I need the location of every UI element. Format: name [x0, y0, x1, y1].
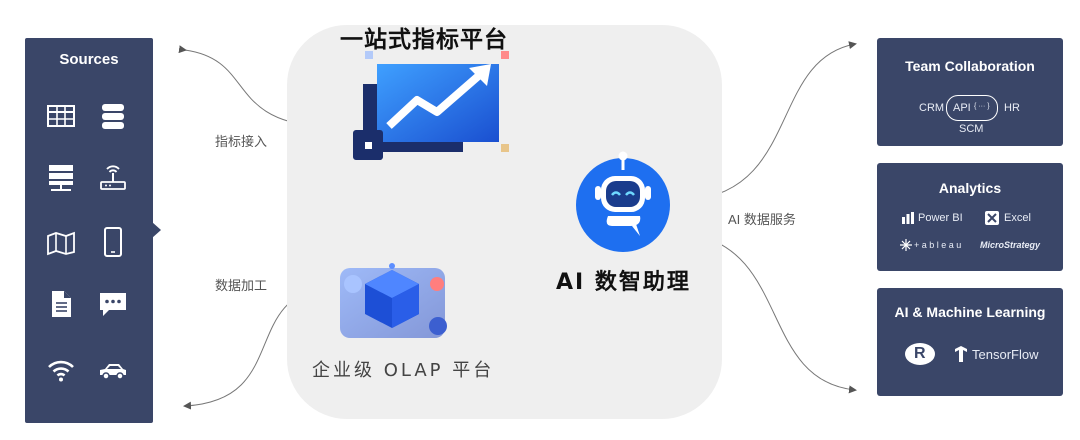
powerbi-icon [902, 212, 914, 224]
server-icon [49, 165, 73, 191]
crm-label: CRM [919, 102, 945, 114]
curve-ai-to-ml [683, 229, 857, 394]
car-icon [100, 364, 126, 380]
olap-cube-illustration [340, 263, 447, 338]
database-icon [102, 104, 124, 129]
api-braces-icon: { ··· } [974, 103, 990, 110]
ai-assistant-title: AI 数智助理 [556, 270, 691, 295]
r-logo-letter: R [914, 345, 926, 362]
analytics-panel: Analytics Power BI Excel + a b l e a u M… [877, 163, 1063, 271]
tensorflow-label: TensorFlow [972, 347, 1039, 362]
chat-message-icon [100, 293, 126, 316]
microstrategy-label: MicroStrategy [980, 240, 1041, 250]
api-label: API [953, 102, 971, 114]
metric-platform-title: 一站式指标平台 [340, 27, 508, 53]
excel-icon [985, 211, 999, 225]
label-data-processing: 数据加工 [215, 278, 268, 293]
mobile-phone-icon [104, 227, 122, 257]
olap-platform-title: 企业级 OLAP 平台 [312, 360, 495, 381]
excel-label: Excel [1004, 212, 1031, 224]
team-collaboration-panel: Team Collaboration CRM API { ··· } HR SC… [877, 38, 1063, 146]
hr-label: HR [1004, 102, 1020, 114]
table-icon [47, 105, 75, 127]
team-collaboration-title: Team Collaboration [905, 58, 1035, 74]
label-metric-ingest: 指标接入 [215, 134, 268, 149]
r-language-icon: R [905, 343, 935, 365]
powerbi-label: Power BI [918, 212, 963, 224]
wifi-icon [48, 360, 74, 382]
tensorflow-icon [955, 346, 967, 362]
ai-ml-panel: AI & Machine Learning R TensorFlow [877, 288, 1063, 396]
sources-panel: Sources [25, 38, 153, 423]
tableau-icon [900, 239, 912, 251]
ai-robot-icon [576, 151, 670, 252]
metric-platform-illustration [353, 51, 509, 160]
sources-title: Sources [59, 51, 119, 68]
analytics-title: Analytics [938, 180, 1002, 196]
label-ai-data-service: AI 数据服务 [728, 212, 796, 227]
sources-pointer [152, 222, 161, 238]
tableau-label: + a b l e a u [914, 240, 962, 250]
curve-ai-to-team [683, 41, 857, 205]
ai-ml-title: AI & Machine Learning [894, 304, 1046, 320]
scm-label: SCM [959, 123, 984, 135]
map-icon [47, 231, 75, 256]
router-icon [100, 165, 126, 190]
api-badge: API { ··· } [946, 95, 998, 121]
document-icon [52, 291, 71, 317]
